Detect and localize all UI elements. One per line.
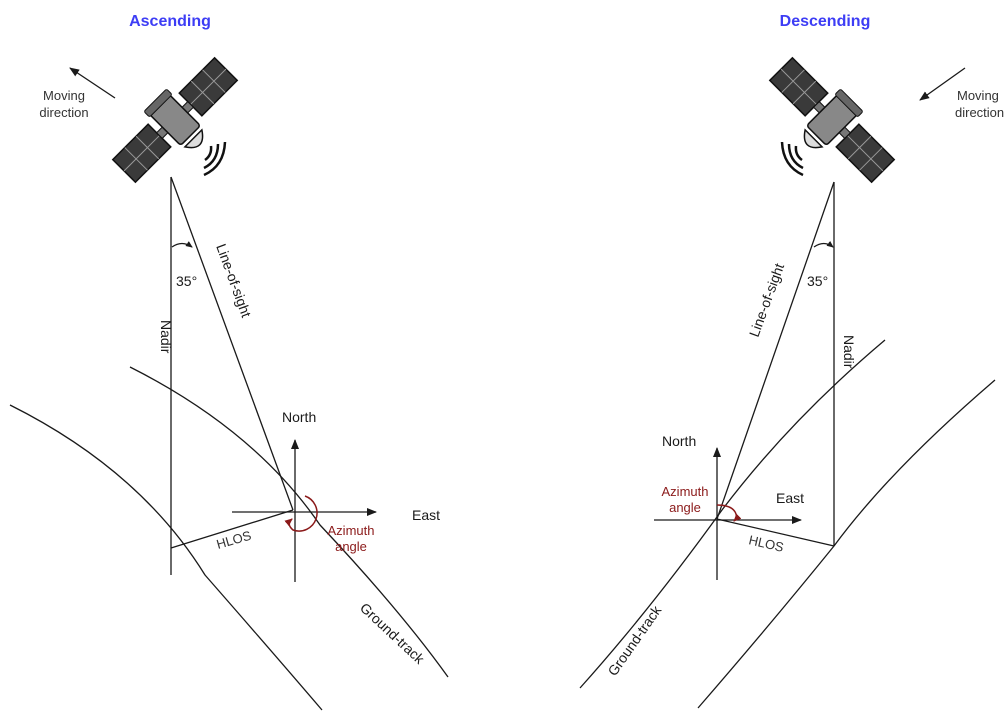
- incidence-angle-arc: [813, 240, 834, 248]
- moving-direction-label-line1: Moving: [957, 88, 999, 103]
- nadir-label: Nadir: [158, 320, 174, 354]
- panel-title: Descending: [780, 13, 871, 30]
- moving-direction-arrow-icon: [919, 67, 966, 101]
- nadir-label: Nadir: [841, 335, 857, 369]
- ground-curve-outer: [9, 404, 323, 711]
- moving-direction-label-line2: direction: [955, 105, 1004, 120]
- line-of-sight-label: Line-of-sight: [746, 261, 787, 339]
- line-of-sight-line: [716, 181, 835, 520]
- line-of-sight-line: [170, 176, 294, 511]
- ascending-panel: Ascending Moving direction: [9, 13, 449, 711]
- azimuth-angle-arc: [284, 495, 318, 532]
- azimuth-label-line2: angle: [335, 539, 367, 554]
- azimuth-label-line1: Azimuth: [662, 484, 709, 499]
- hlos-label: HLOS: [215, 528, 253, 552]
- north-label: North: [662, 433, 696, 449]
- hlos-line: [716, 518, 835, 547]
- hlos-line: [170, 509, 294, 549]
- moving-direction-label-line1: Moving: [43, 88, 85, 103]
- ground-track-label: Ground-track: [604, 602, 665, 679]
- ground-track-label: Ground-track: [357, 599, 428, 667]
- azimuth-label-line1: Azimuth: [328, 523, 375, 538]
- incidence-angle-label: 35°: [176, 273, 197, 289]
- ground-track-line: [579, 339, 886, 689]
- ground-track-line: [129, 366, 449, 678]
- signal-waves-icon: [203, 141, 227, 177]
- ground-curve-outer: [697, 379, 996, 709]
- hlos-label: HLOS: [747, 532, 785, 555]
- azimuth-angle-arc: [716, 504, 742, 522]
- azimuth-label-line2: angle: [669, 500, 701, 515]
- descending-panel: Descending Moving direction: [579, 13, 1004, 709]
- incidence-angle-label: 35°: [807, 273, 828, 289]
- moving-direction-arrow-icon: [69, 67, 116, 99]
- incidence-angle-arc: [171, 241, 193, 248]
- panel-title: Ascending: [129, 13, 211, 30]
- moving-direction-label-line2: direction: [39, 105, 88, 120]
- satellite-icon: [768, 56, 896, 184]
- north-label: North: [282, 409, 316, 425]
- signal-waves-icon: [780, 141, 804, 177]
- satellite-icon: [111, 56, 239, 184]
- east-label: East: [412, 507, 440, 523]
- east-label: East: [776, 490, 804, 506]
